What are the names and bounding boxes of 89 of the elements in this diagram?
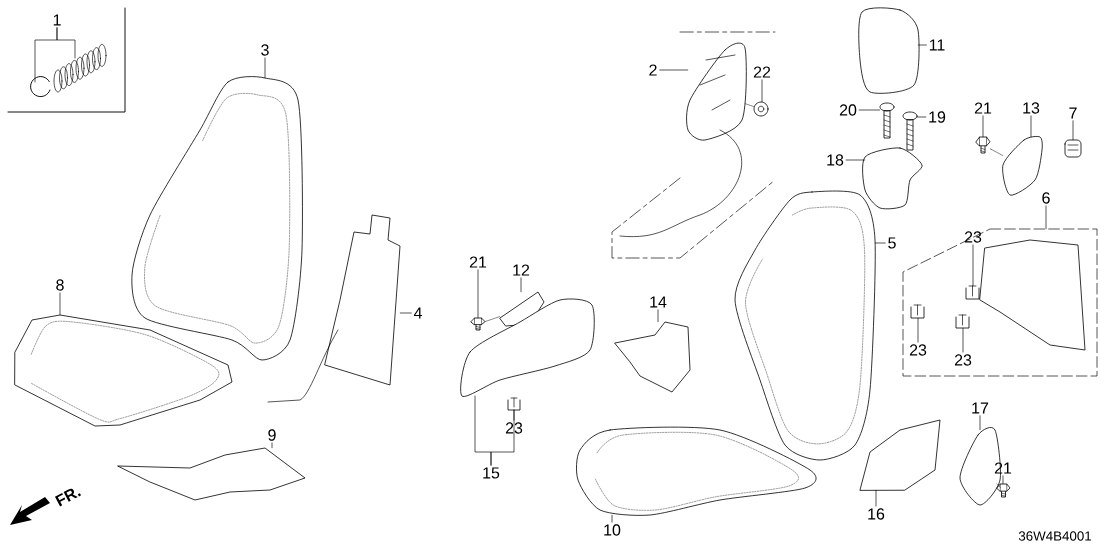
leader-line bbox=[996, 483, 1001, 488]
leader-line bbox=[979, 415, 981, 431]
seat-cushion-drawing bbox=[576, 426, 817, 516]
leader-line bbox=[917, 44, 927, 46]
callout-number: 14 bbox=[650, 296, 667, 308]
cover-drawing bbox=[862, 147, 923, 210]
leader-line bbox=[59, 292, 61, 316]
callout-number: 7 bbox=[1069, 107, 1077, 119]
screw-drawing bbox=[996, 483, 1011, 498]
leader-line bbox=[858, 109, 881, 111]
callout-number: 23 bbox=[964, 231, 982, 243]
leader-line bbox=[761, 79, 763, 103]
bolt-drawing bbox=[902, 111, 918, 151]
leader-line bbox=[917, 317, 919, 343]
screw-drawing bbox=[975, 136, 991, 154]
callout-number: 6 bbox=[1042, 192, 1050, 204]
leader-line bbox=[520, 277, 522, 293]
callout-number: 21 bbox=[469, 256, 487, 268]
leader-line bbox=[271, 442, 273, 449]
callout-number: 22 bbox=[753, 66, 771, 78]
callout-number: 20 bbox=[839, 104, 857, 116]
leader-line bbox=[264, 57, 266, 79]
leader-line bbox=[972, 244, 974, 287]
leader-line bbox=[874, 242, 886, 244]
clip-drawing bbox=[910, 304, 925, 319]
cap-drawing bbox=[1064, 139, 1082, 158]
dashed-group-frame bbox=[902, 228, 1098, 377]
airbag-drawing bbox=[686, 42, 747, 141]
leader-line bbox=[1030, 115, 1032, 138]
side-panel-drawing bbox=[460, 298, 595, 397]
callout-number: 9 bbox=[268, 429, 276, 441]
side-cover-drawing bbox=[859, 419, 941, 491]
callout-number: 23 bbox=[954, 354, 972, 366]
seat-cushion-drawing bbox=[14, 314, 233, 427]
callout-number: 16 bbox=[868, 508, 885, 520]
direction-label: FR. bbox=[55, 488, 81, 507]
leader-line bbox=[845, 159, 866, 161]
callout-number: 15 bbox=[483, 467, 500, 479]
leader-line bbox=[485, 316, 500, 322]
callout-number: 4 bbox=[413, 307, 422, 319]
screw-drawing bbox=[470, 317, 486, 331]
leader-line bbox=[1072, 120, 1074, 141]
leader-line bbox=[399, 312, 412, 314]
nut-drawing bbox=[753, 101, 769, 117]
callout-number: 10 bbox=[604, 524, 621, 536]
clip-drawing bbox=[30, 76, 51, 98]
callout-number: 11 bbox=[929, 39, 945, 51]
leader-line bbox=[477, 269, 479, 319]
callout-number: 12 bbox=[513, 264, 530, 276]
leader-line bbox=[1002, 475, 1004, 485]
mat-drawing bbox=[117, 447, 306, 501]
callout-number: 1 bbox=[53, 14, 61, 26]
leader-line bbox=[745, 103, 754, 107]
callout-number: 5 bbox=[888, 237, 896, 249]
leader-line bbox=[56, 27, 76, 59]
leader-line bbox=[982, 115, 984, 138]
leader-line bbox=[657, 309, 659, 323]
seatback-cover-drawing bbox=[131, 76, 303, 361]
headrest-drawing bbox=[858, 7, 920, 94]
leader-line bbox=[875, 489, 877, 507]
pad-drawing bbox=[267, 214, 401, 403]
callout-number: 17 bbox=[972, 402, 989, 414]
callout-number: 23 bbox=[909, 344, 927, 356]
clip-drawing bbox=[955, 314, 970, 329]
clip-drawing bbox=[965, 285, 980, 300]
callout-number: 2 bbox=[649, 64, 657, 76]
clip-drawing bbox=[507, 397, 521, 411]
callout-number: 3 bbox=[261, 44, 269, 56]
leader-line bbox=[962, 327, 964, 353]
leader-line bbox=[990, 148, 1003, 156]
side-trim-drawing bbox=[979, 239, 1086, 351]
drawing-number: 36W4B4001 bbox=[1018, 531, 1092, 541]
callout-number: 23 bbox=[505, 422, 523, 434]
callout-number: 21 bbox=[994, 462, 1012, 474]
callout-number: 8 bbox=[56, 279, 64, 291]
leader-line bbox=[916, 116, 927, 118]
trim-drawing bbox=[614, 321, 691, 393]
bolt-drawing bbox=[879, 102, 895, 139]
seatback-drawing bbox=[734, 190, 876, 461]
leader-line bbox=[1045, 205, 1047, 230]
callout-number: 13 bbox=[1023, 102, 1040, 114]
trim-drawing bbox=[1002, 136, 1043, 196]
callout-number: 21 bbox=[974, 102, 992, 114]
callout-number: 19 bbox=[929, 111, 946, 123]
spring-drawing bbox=[53, 44, 107, 93]
callout-number: 18 bbox=[827, 154, 844, 166]
leader-line bbox=[513, 409, 515, 421]
leader-line bbox=[659, 69, 689, 71]
leader-line bbox=[611, 514, 613, 523]
